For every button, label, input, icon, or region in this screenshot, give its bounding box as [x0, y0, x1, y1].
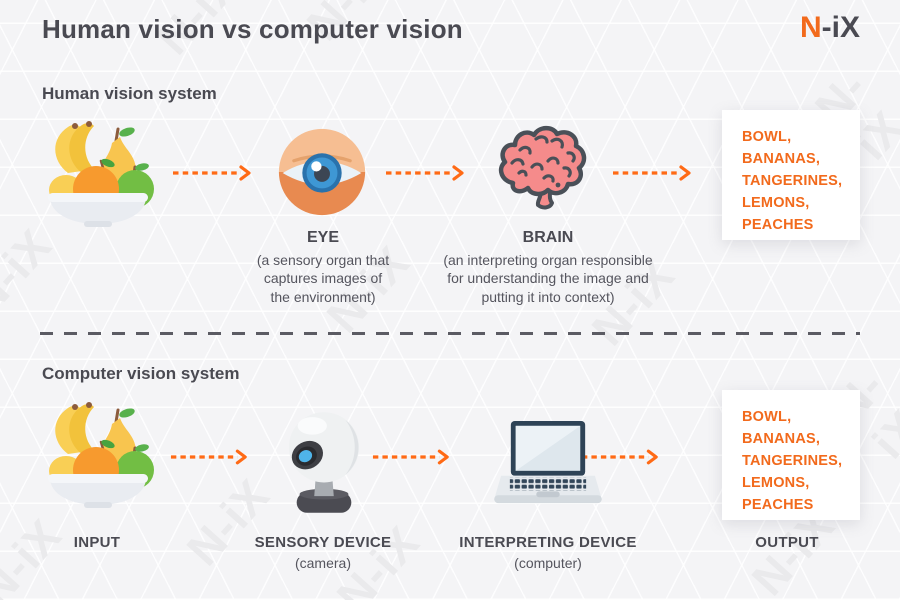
- output-card-computer: BOWL, BANANAS, TANGERINES, LEMONS, PEACH…: [722, 390, 860, 520]
- input-label-title: INPUT: [73, 534, 121, 551]
- output-card-human: BOWL, BANANAS, TANGERINES, LEMONS, PEACH…: [722, 110, 860, 240]
- arrow-icon: [611, 165, 697, 181]
- input-label: INPUT: [45, 534, 149, 551]
- output-list: BOWL, BANANAS, TANGERINES, LEMONS, PEACH…: [742, 129, 843, 233]
- interpreting-device-label: INTERPRETING DEVICE (computer): [438, 534, 658, 571]
- sensory-device-sub: (camera): [294, 555, 351, 571]
- arrow-icon: [371, 449, 455, 465]
- fruit-bowl-icon: [38, 115, 158, 227]
- sensory-device-label: SENSORY DEVICE (camera): [227, 534, 419, 571]
- eye-icon: [277, 127, 367, 217]
- computer-vision-heading: Computer vision system: [42, 364, 240, 383]
- arrow-icon: [171, 165, 257, 181]
- arrow-icon: [384, 165, 470, 181]
- background-watermark: N-iX: [0, 218, 62, 326]
- output-label-title: OUTPUT: [755, 534, 819, 551]
- brain-label-title: BRAIN: [522, 229, 574, 246]
- sensory-device-title: SENSORY DEVICE: [254, 534, 392, 551]
- eye-label-description: (a sensory organ that captures images of…: [256, 252, 390, 305]
- arrow-icon: [580, 449, 664, 465]
- output-list: BOWL, BANANAS, TANGERINES, LEMONS, PEACH…: [742, 409, 843, 513]
- human-vision-heading: Human vision system: [42, 84, 217, 103]
- section-divider: [40, 332, 860, 335]
- brain-label-description: (an interpreting organ responsible for u…: [443, 252, 653, 305]
- fruit-bowl-icon: [38, 396, 158, 508]
- logo-accent: N: [799, 11, 822, 44]
- laptop-icon: [494, 419, 602, 507]
- arrow-icon: [169, 449, 253, 465]
- nix-logo: N-iX: [800, 11, 860, 45]
- brain-icon: [492, 122, 592, 216]
- output-label: OUTPUT: [735, 534, 839, 551]
- webcam-icon: [283, 406, 365, 516]
- interpreting-device-title: INTERPRETING DEVICE: [459, 534, 637, 551]
- page-title: Human vision vs computer vision: [42, 14, 463, 44]
- interpreting-device-sub: (computer): [514, 555, 582, 571]
- eye-label-title: EYE: [306, 229, 339, 246]
- background-watermark: N-iX: [0, 508, 72, 600]
- logo-rest: -iX: [821, 11, 860, 44]
- brain-label: BRAIN (an interpreting organ responsible…: [420, 229, 676, 306]
- eye-label: EYE (a sensory organ that captures image…: [227, 229, 419, 306]
